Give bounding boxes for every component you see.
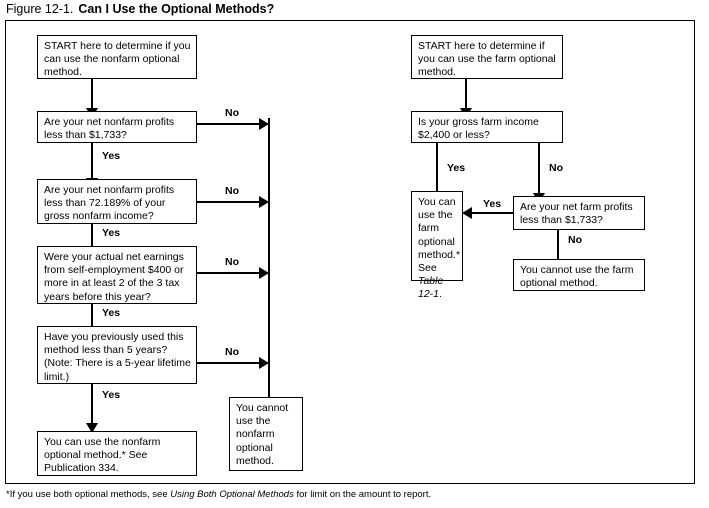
nonfarm-q4-box: Have you previously used this method les… bbox=[37, 326, 197, 384]
nonfarm-start-text: START here to determine if you can use t… bbox=[44, 40, 191, 79]
label-nonfarm-q3-yes: Yes bbox=[102, 307, 121, 319]
label-farm-q2-yes: Yes bbox=[483, 198, 502, 210]
figure-title-text: Can I Use the Optional Methods? bbox=[78, 2, 275, 16]
arrow-nonfarm-q1-no bbox=[259, 118, 269, 130]
connector-nonfarm-q1-yes bbox=[91, 143, 93, 181]
connector-farm-q1-yes bbox=[436, 143, 438, 196]
connector-farm-q1-no bbox=[538, 143, 540, 196]
label-nonfarm-q1-no: No bbox=[225, 107, 239, 119]
farm-no-result-box: You cannot use the farm optional method. bbox=[513, 259, 645, 291]
farm-q2-box: Are your net farm profits less than $1,7… bbox=[513, 196, 645, 230]
label-nonfarm-q2-yes: Yes bbox=[102, 227, 121, 239]
farm-q1-text: Is your gross farm income $2,400 or less… bbox=[418, 116, 539, 142]
farm-start-text: START here to determine if you can use t… bbox=[418, 40, 556, 79]
figure-number: Figure 12-1. bbox=[6, 2, 74, 16]
arrow-nonfarm-q2-no bbox=[259, 196, 269, 208]
footnote-suffix: for limit on the amount to report. bbox=[293, 489, 432, 500]
connector-farm-q2-yes bbox=[472, 212, 514, 214]
farm-yes-result-text-prefix: You can use the farm optional method.* S… bbox=[418, 196, 461, 275]
connector-nonfarm-q4-yes bbox=[91, 384, 93, 426]
label-nonfarm-q4-yes: Yes bbox=[102, 389, 121, 401]
connector-nonfarm-start-to-q1 bbox=[91, 79, 93, 111]
connector-nonfarm-q2-no bbox=[196, 201, 261, 203]
nonfarm-yes-result-text: You can use the nonfarm optional method.… bbox=[44, 436, 161, 475]
farm-q2-text: Are your net farm profits less than $1,7… bbox=[520, 201, 633, 227]
connector-nonfarm-q3-yes bbox=[91, 304, 93, 333]
label-nonfarm-q2-no: No bbox=[225, 185, 239, 197]
figure-frame: START here to determine if you can use t… bbox=[5, 20, 695, 484]
connector-nonfarm-q4-no bbox=[196, 362, 261, 364]
label-nonfarm-q4-no: No bbox=[225, 346, 239, 358]
farm-yes-result-table-ref: Table 12-1 bbox=[418, 275, 444, 301]
arrow-nonfarm-q3-no bbox=[259, 267, 269, 279]
farm-start-box: START here to determine if you can use t… bbox=[411, 35, 563, 79]
label-nonfarm-q3-no: No bbox=[225, 256, 239, 268]
arrow-nonfarm-q4-no bbox=[259, 357, 269, 369]
label-farm-q2-no: No bbox=[568, 234, 582, 246]
connector-farm-q2-no bbox=[557, 230, 559, 263]
nonfarm-q2-text: Are your net nonfarm profits less than 7… bbox=[44, 184, 175, 223]
connector-nonfarm-q1-no bbox=[196, 123, 261, 125]
figure-footnote: *If you use both optional methods, see U… bbox=[6, 489, 431, 501]
nonfarm-no-result-text: You cannot use the nonfarm optional meth… bbox=[236, 402, 289, 467]
farm-no-result-text: You cannot use the farm optional method. bbox=[520, 264, 634, 290]
nonfarm-q3-box: Were your actual net earnings from self-… bbox=[37, 246, 197, 304]
farm-yes-result-box: You can use the farm optional method.* S… bbox=[411, 191, 463, 300]
label-farm-q1-yes: Yes bbox=[447, 162, 466, 174]
nonfarm-no-result-box: You cannot use the nonfarm optional meth… bbox=[229, 397, 303, 471]
footnote-prefix: *If you use both optional methods, see bbox=[6, 489, 171, 500]
nonfarm-yes-result-box: You can use the nonfarm optional method.… bbox=[37, 431, 197, 476]
footnote-italic-ref: Using Both Optional Methods bbox=[170, 489, 294, 500]
label-farm-q1-no: No bbox=[549, 162, 563, 174]
connector-nonfarm-q2-yes bbox=[91, 224, 93, 253]
nonfarm-q1-box: Are your net nonfarm profits less than $… bbox=[37, 111, 197, 143]
connector-nonfarm-no-collector bbox=[268, 118, 270, 398]
figure-title: Figure 12-1. Can I Use the Optional Metho… bbox=[6, 2, 274, 17]
nonfarm-q4-text: Have you previously used this method les… bbox=[44, 331, 191, 383]
connector-nonfarm-q3-no bbox=[196, 272, 261, 274]
nonfarm-q2-box: Are your net nonfarm profits less than 7… bbox=[37, 179, 197, 224]
arrow-nonfarm-q4-yes bbox=[86, 423, 98, 433]
nonfarm-q3-text: Were your actual net earnings from self-… bbox=[44, 251, 184, 303]
nonfarm-start-box: START here to determine if you can use t… bbox=[37, 35, 197, 79]
nonfarm-q1-text: Are your net nonfarm profits less than $… bbox=[44, 116, 175, 142]
arrow-farm-q2-yes bbox=[462, 207, 472, 219]
farm-q1-box: Is your gross farm income $2,400 or less… bbox=[411, 111, 563, 143]
label-nonfarm-q1-yes: Yes bbox=[102, 150, 121, 162]
farm-yes-result-text-suffix: . bbox=[439, 288, 442, 301]
connector-farm-start-to-q1 bbox=[465, 79, 467, 111]
